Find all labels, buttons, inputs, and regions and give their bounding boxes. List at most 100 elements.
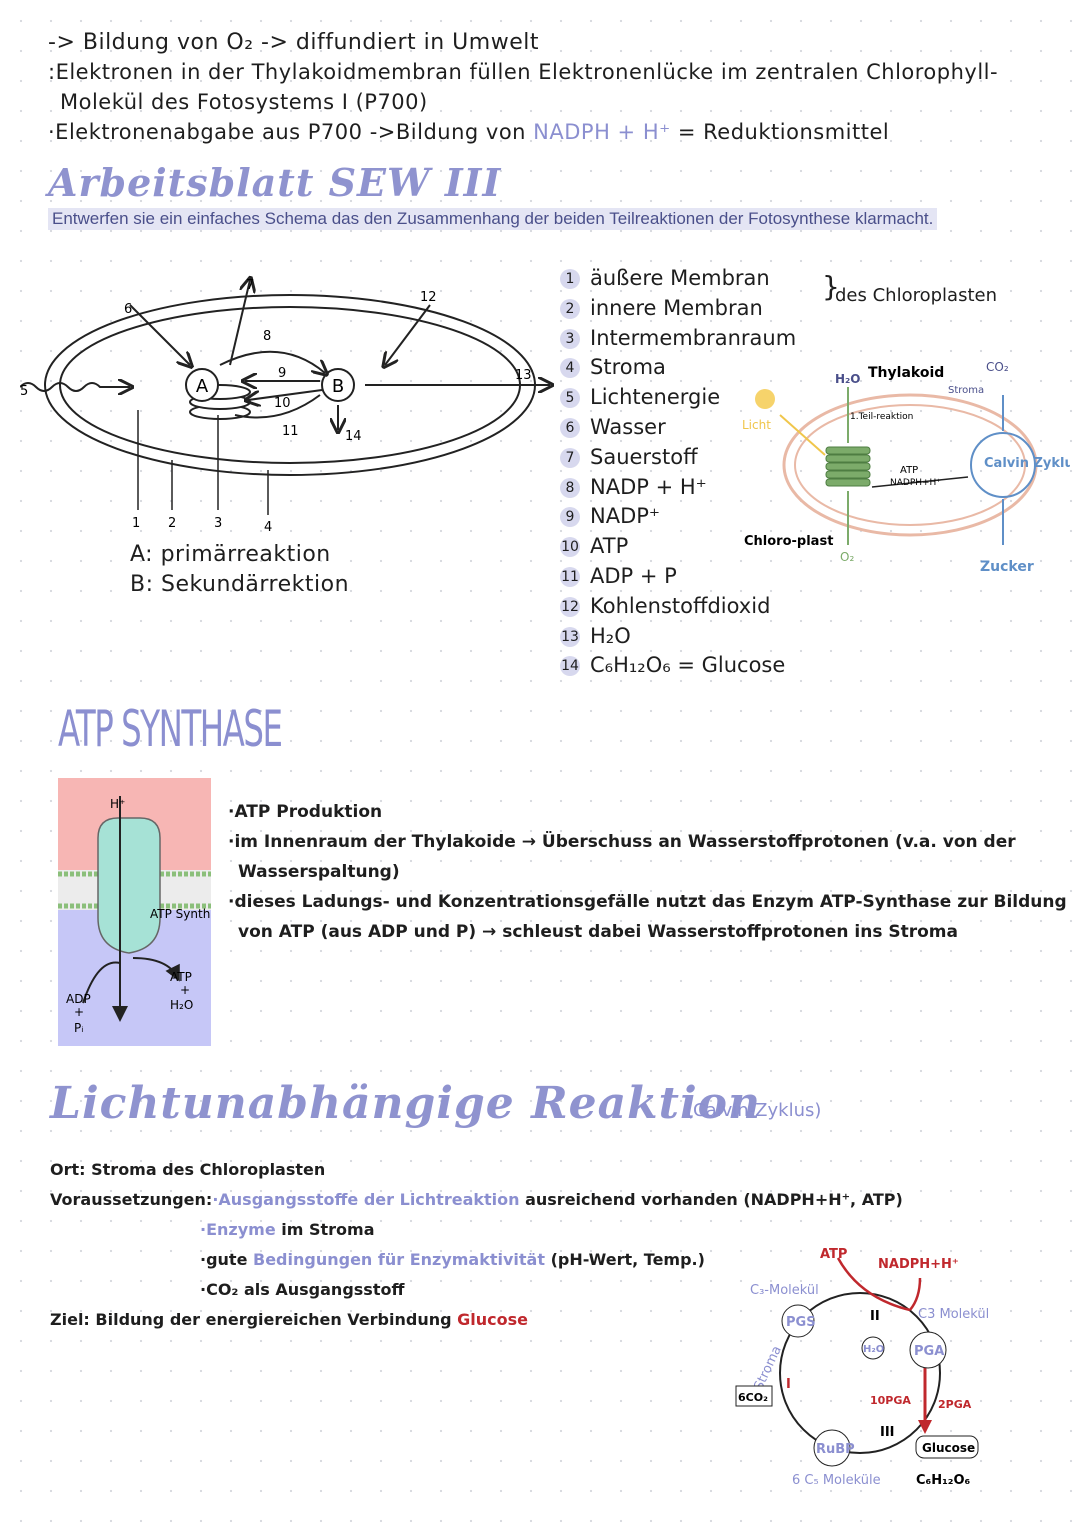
legend-item: 8 NADP + H⁺ — [560, 475, 796, 505]
mini-stroma: Stroma — [948, 385, 984, 396]
legend-number: 3 — [560, 328, 580, 349]
calvin-heading: Lichtunabhängige Reaktion — [50, 1078, 761, 1129]
legend-item: 13 H₂O — [560, 624, 796, 654]
intro-line-2: :Elektronen in der Thylakoidmembran füll… — [48, 60, 999, 84]
legend-item: 5 Lichtenergie — [560, 385, 796, 415]
mini-h2o: H₂O — [835, 372, 861, 386]
atp-bullet-2b: Wasserspaltung) — [238, 862, 400, 882]
schema-label-13: 13 — [515, 368, 532, 383]
legend-number: 1 — [560, 269, 580, 289]
legend-text: Kohlenstoffdioxid — [590, 593, 771, 618]
intro-line-4-c: = Reduktionsmittel — [677, 120, 890, 144]
cycle-i: I — [786, 1377, 791, 1392]
legend-brace-text: des Chloroplasten — [835, 285, 997, 306]
schema-b-text: B: Sekundärrektion — [130, 572, 350, 597]
chloroplast-mini-diagram: H₂O Thylakoid CO₂ Stroma Licht 1.Teil-re… — [742, 360, 1070, 575]
legend-number: 11 — [560, 566, 580, 587]
node-a — [185, 368, 219, 402]
node-b-label: B — [332, 376, 344, 397]
chloroplast-schema: A B 1 2 3 4 5 6 7 8 9 10 11 12 13 14 — [20, 265, 560, 535]
atp-bullet-2: ·im Innenraum der Thylakoide → Überschus… — [228, 832, 1016, 852]
legend-number: 2 — [560, 298, 580, 319]
cycle-2pga: 2PGA — [938, 1398, 972, 1411]
schema-label-14: 14 — [345, 429, 362, 444]
intro-nadph: NADPH + H⁺ — [533, 120, 671, 144]
calvin-vor-4: ·CO₂ als Ausgangsstoff — [200, 1280, 405, 1299]
cycle-c5: 6 C₅ Moleküle — [792, 1473, 881, 1488]
calvin-ziel: Ziel: Bildung der energiereichen Verbind… — [50, 1310, 528, 1329]
calvin-vor-3: ·gute Bedingungen für Enzymaktivität (pH… — [200, 1250, 705, 1269]
mini-teilreaktion: 1.Teil-reaktion — [850, 412, 913, 422]
schema-label-4: 4 — [264, 520, 272, 535]
legend-number: 4 — [560, 358, 580, 379]
cycle-rubp: RuBP — [816, 1442, 855, 1457]
atp-synthase-heading: ATP SYNTHASE — [58, 700, 283, 758]
legend-number: 8 — [560, 477, 580, 498]
mini-chloroplast: Chloro-plast — [744, 534, 833, 549]
legend-item: 12 Kohlenstoffdioxid — [560, 594, 796, 624]
legend-number: 13 — [560, 626, 580, 647]
schema-label-7: 7 — [246, 278, 254, 293]
legend-text: Wasser — [590, 414, 666, 439]
mini-atp: ATP — [900, 465, 918, 476]
mini-licht: Licht — [742, 418, 771, 432]
legend-number: 10 — [560, 537, 580, 558]
cycle-c3a: C₃-Molekül — [750, 1283, 819, 1298]
fig-adp: ADP — [66, 992, 91, 1006]
legend-text: C₆H₁₂O₆ = Glucose — [590, 653, 786, 678]
legend-number: 5 — [560, 388, 580, 409]
calvin-vor-1: Voraussetzungen:·Ausgangsstoffe der Lich… — [50, 1190, 903, 1209]
legend-text: äußere Membran — [590, 266, 770, 290]
fig-h2o: H₂O — [170, 998, 193, 1012]
sun-icon — [755, 389, 775, 409]
legend-text: innere Membran — [590, 295, 763, 320]
atp-bullet-1: ·ATP Produktion — [228, 802, 383, 822]
cycle-glucose: Glucose — [922, 1441, 975, 1455]
thylakoid-icon — [825, 446, 871, 487]
atp-synthase-figure: H⁺ ATP Synthase ADP + Pᵢ ATP + H₂O — [58, 778, 211, 1046]
cycle-co2: 6CO₂ — [738, 1391, 768, 1404]
calvin-vor-2: ·Enzyme im Stroma — [200, 1220, 375, 1239]
legend-number: 7 — [560, 447, 580, 468]
cycle-h2o: H₂O — [863, 1344, 884, 1355]
fig-atp: ATP — [170, 970, 192, 984]
mini-calvin: Calvin Zyklus — [984, 456, 1070, 471]
intro-line-1: -> Bildung von O₂ -> diffundiert in Umwe… — [48, 30, 539, 55]
intro-line-3: Molekül des Fotosystems I (P700) — [60, 90, 428, 114]
cycle-atp: ATP — [820, 1247, 847, 1262]
schema-label-6: 6 — [124, 302, 132, 317]
cycle-ii: II — [870, 1309, 880, 1324]
worksheet-task: Entwerfen sie ein einfaches Schema das d… — [48, 208, 938, 230]
legend-text: Stroma — [590, 355, 666, 380]
schema-a-text: A: primärreaktion — [130, 542, 331, 567]
schema-label-2: 2 — [168, 516, 176, 531]
fig-enzyme-label: ATP Synthase — [150, 907, 211, 921]
mini-zucker: Zucker — [980, 559, 1034, 575]
fig-pi: Pᵢ — [74, 1021, 83, 1035]
schema-label-10: 10 — [274, 396, 291, 411]
legend-item: 2 innere Membran — [560, 296, 796, 326]
legend-text: Lichtenergie — [590, 385, 721, 410]
schema-label-3: 3 — [214, 516, 222, 531]
fig-atp-plus: + — [180, 983, 190, 997]
schema-label-8: 8 — [263, 329, 271, 344]
legend-number: 12 — [560, 596, 580, 617]
schema-label-12: 12 — [420, 290, 437, 305]
schema-label-5: 5 — [20, 384, 28, 399]
legend-item: 1 äußere Membran — [560, 266, 796, 296]
legend-number: 9 — [560, 507, 580, 528]
legend-text: H₂O — [590, 623, 631, 648]
mini-co2: CO₂ — [986, 360, 1009, 374]
legend-text: NADP + H⁺ — [590, 474, 707, 499]
legend-text: ATP — [590, 534, 629, 559]
legend-item: 4 Stroma — [560, 355, 796, 385]
atp-bullet-3: ·dieses Ladungs- und Konzentrationsgefäl… — [228, 892, 1067, 912]
schema-label-11: 11 — [282, 424, 299, 439]
